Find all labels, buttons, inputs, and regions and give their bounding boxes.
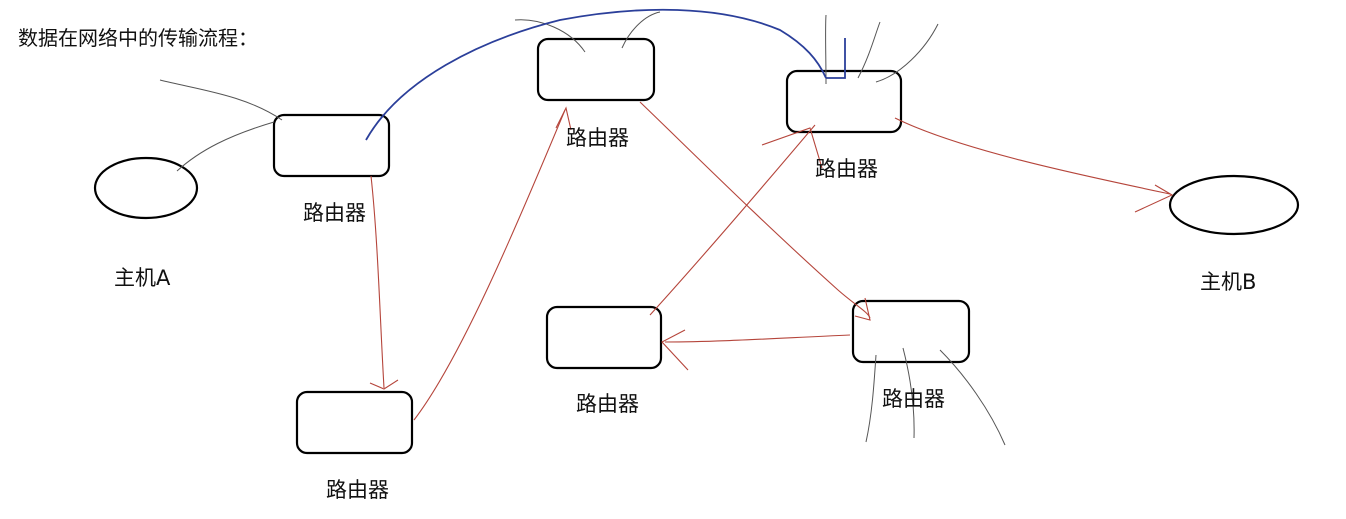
host-b-label: 主机B: [1200, 270, 1257, 294]
gray-sketch-lines: [159, 11, 1006, 446]
router-1-label: 路由器: [303, 201, 366, 225]
router-6-box: [851, 299, 971, 364]
router-3-box: [785, 69, 903, 134]
diagram-title: 数据在网络中的传输流程：: [18, 26, 258, 50]
host-b-node: [1168, 174, 1300, 236]
router-6-label: 路由器: [882, 387, 945, 411]
router-3-label: 路由器: [815, 157, 878, 181]
router-2-label: 路由器: [566, 126, 629, 150]
red-transmission-path: [369, 101, 1174, 421]
router-4-box: [295, 390, 414, 455]
router-1-box: [272, 113, 391, 178]
blue-transmission-path: [365, 8, 846, 141]
router-5-label: 路由器: [576, 392, 639, 416]
host-a-label: 主机A: [114, 266, 171, 290]
router-5-box: [545, 305, 663, 370]
router-2-box: [536, 37, 656, 102]
router-4-label: 路由器: [326, 478, 389, 502]
host-a-node: [93, 156, 199, 220]
